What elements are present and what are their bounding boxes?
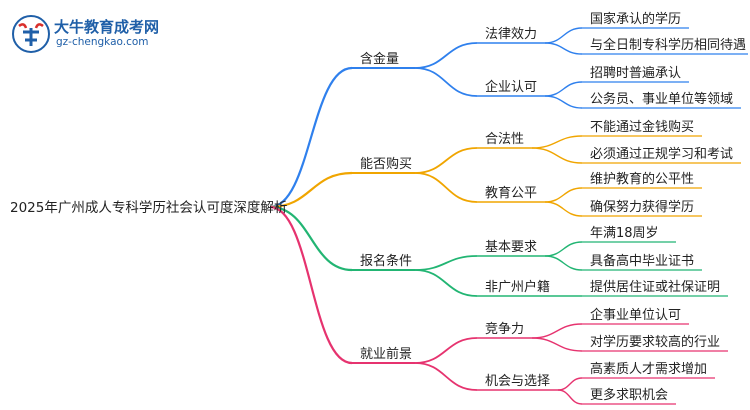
leaf-connector xyxy=(544,241,583,257)
leaf-connector xyxy=(544,95,583,109)
logo-url[interactable]: gz-chengkao.com xyxy=(56,36,149,48)
subtopic-label: 合法性 xyxy=(485,132,524,147)
subtopic-label: 非广州户籍 xyxy=(485,279,550,295)
leaf-connector xyxy=(557,377,583,391)
subtopic-connector xyxy=(414,362,478,391)
subtopic-connector xyxy=(414,337,478,364)
leaf-connector xyxy=(544,187,583,203)
leaf-label: 招聘时普遍承认 xyxy=(590,65,681,81)
subtopic-connector xyxy=(414,172,478,203)
bull-logo-icon xyxy=(12,15,50,53)
mind-map-edges xyxy=(269,27,748,405)
subtopic-connector xyxy=(414,147,478,174)
branch-label: 能否购买 xyxy=(360,156,412,172)
subtopic-connector xyxy=(414,269,478,297)
leaf-label: 具备高中毕业证书 xyxy=(590,253,694,269)
branch-label: 报名条件 xyxy=(360,253,412,269)
leaf-label: 对学历要求较高的行业 xyxy=(590,334,720,350)
subtopic-label: 机会与选择 xyxy=(485,374,550,389)
leaf-connector xyxy=(531,337,583,352)
leaf-label: 高素质人才需求增加 xyxy=(590,361,707,377)
leaf-connector xyxy=(531,135,583,149)
branch-connector xyxy=(269,66,353,209)
leaf-connector xyxy=(544,255,583,271)
subtopic-label: 法律效力 xyxy=(485,27,537,42)
branch-connector xyxy=(269,205,353,365)
leaf-connector xyxy=(531,323,583,339)
leaf-label: 维护教育的公平性 xyxy=(590,171,694,187)
subtopic-label: 竞争力 xyxy=(485,321,524,337)
branch-connector xyxy=(269,205,353,272)
leaf-connector xyxy=(544,42,583,55)
leaf-label: 年满18周岁 xyxy=(590,226,659,241)
leaf-connector xyxy=(544,201,583,217)
leaf-label: 不能通过金钱购买 xyxy=(590,119,694,135)
leaf-label: 国家承认的学历 xyxy=(590,11,681,27)
subtopic-label: 企业认可 xyxy=(485,79,537,95)
root-topic: 2025年广州成人专科学历社会认可度深度解析 xyxy=(10,200,287,216)
leaf-connector xyxy=(544,81,583,97)
leaf-label: 公务员、事业单位等领域 xyxy=(590,91,733,107)
leaf-label: 确保努力获得学历 xyxy=(590,199,694,215)
branch-connector xyxy=(269,171,353,209)
leaf-label: 与全日制专科学历相同待遇 xyxy=(590,37,746,53)
mind-map-labels: 2025年广州成人专科学历社会认可度深度解析 含金量 法律效力 国家承认的学历与全日制… xyxy=(10,11,746,403)
leaf-label: 更多求职机会 xyxy=(590,387,668,403)
leaf-label: 必须通过正规学习和考试 xyxy=(590,146,733,162)
subtopic-connector xyxy=(414,255,478,271)
leaf-label: 企事业单位认可 xyxy=(590,307,681,323)
site-logo[interactable]: 大牛教育成考网 gz-chengkao.com xyxy=(10,14,170,54)
logo-title: 大牛教育成考网 xyxy=(54,18,160,36)
subtopic-label: 教育公平 xyxy=(485,185,537,201)
branch-label: 就业前景 xyxy=(360,346,412,362)
subtopic-connector xyxy=(414,42,478,69)
leaf-label: 提供居住证或社保证明 xyxy=(590,279,720,295)
subtopic-label: 基本要求 xyxy=(485,240,537,255)
branch-label: 含金量 xyxy=(360,51,399,67)
leaf-connector xyxy=(557,389,583,405)
leaf-connector xyxy=(544,27,583,44)
leaf-connector xyxy=(531,147,583,164)
subtopic-connector xyxy=(414,67,478,97)
